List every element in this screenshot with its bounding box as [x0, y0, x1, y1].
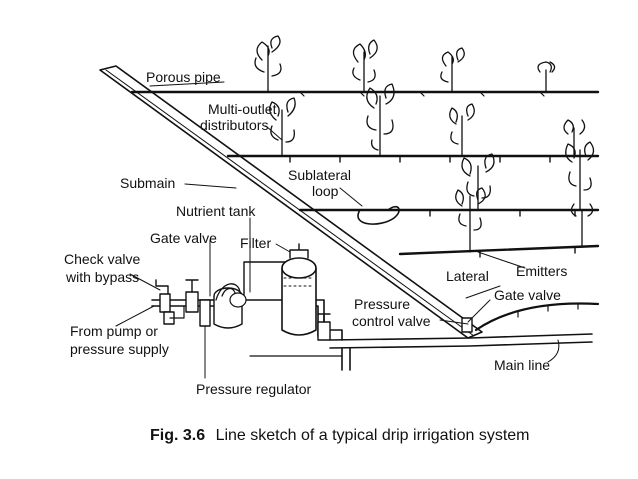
nutrient-tank	[213, 283, 247, 329]
figure-number: Fig. 3.6	[150, 427, 205, 444]
label-sublateral: Sublateral	[288, 167, 351, 183]
pressure-control-valve	[317, 313, 331, 341]
label-nutrient-tank: Nutrient tank	[176, 203, 256, 219]
label-gate-valve-right: Gate valve	[494, 287, 561, 303]
check-valve-bypass	[155, 279, 185, 325]
leader-lines	[115, 81, 560, 379]
label-lateral: Lateral	[446, 268, 489, 284]
label-emitters: Emitters	[516, 263, 567, 279]
filter	[281, 243, 317, 336]
label-submain: Submain	[120, 175, 175, 191]
label-pressure-regulator: Pressure regulator	[196, 381, 312, 397]
label-pressure-supply: pressure supply	[70, 341, 169, 357]
label-loop: loop	[312, 183, 339, 199]
label-porous-pipe: Porous pipe	[146, 69, 221, 85]
label-filter: Filter	[240, 235, 271, 251]
gate-valve-right	[461, 317, 473, 333]
figure-caption-text: Line sketch of a typical drip irrigation…	[216, 427, 530, 444]
sublateral-loop	[357, 205, 400, 225]
label-check-valve: Check valve	[64, 251, 140, 267]
gate-valve-left	[185, 279, 199, 313]
main-line-pipe	[249, 333, 593, 371]
label-pressure: Pressure	[354, 296, 410, 312]
label-multi-outlet: Multi-outlet	[208, 101, 277, 117]
label-distributors: distributors	[200, 117, 268, 133]
pressure-regulator	[199, 299, 211, 327]
submain-pipe	[99, 65, 483, 339]
label-from-pump: From pump or	[70, 323, 158, 339]
emitter-marks	[289, 91, 579, 318]
label-with-bypass: with bypass	[65, 269, 139, 285]
label-gate-valve-left: Gate valve	[150, 230, 217, 246]
label-control-valve: control valve	[352, 313, 431, 329]
label-main-line: Main line	[494, 357, 550, 373]
labels: Porous pipe Multi-outlet distributors Su…	[64, 69, 567, 397]
figure-caption: Fig. 3.6 Line sketch of a typical drip i…	[150, 427, 530, 444]
plants	[254, 35, 595, 253]
